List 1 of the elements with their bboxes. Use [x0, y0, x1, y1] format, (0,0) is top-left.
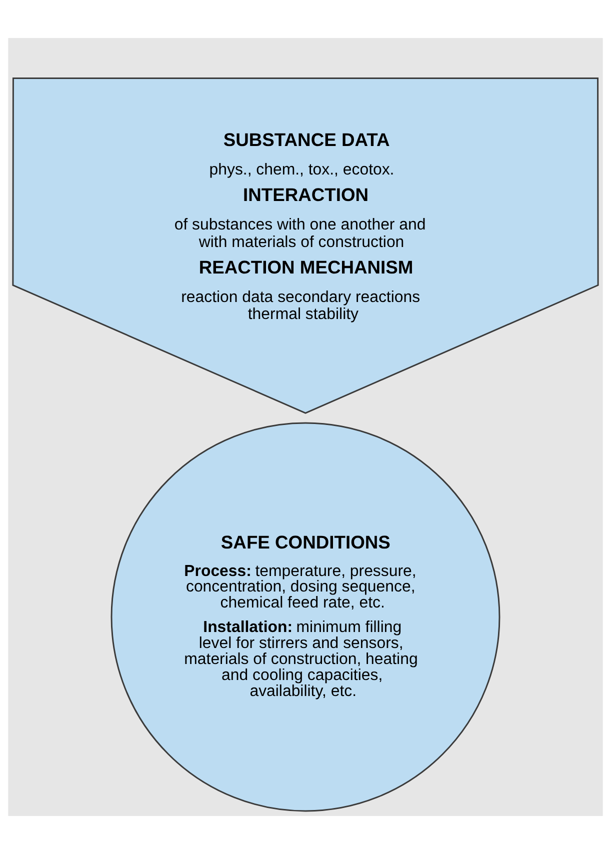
node-circle: SAFE CONDITIONS Process: temperature, pressure, concentration, dosing sequence, chemical feed rate, etc. Installation: minimum filling level for stirrers and sensors, materials of construction, heating and cooling capacities, availability, etc.	[110, 422, 500, 812]
